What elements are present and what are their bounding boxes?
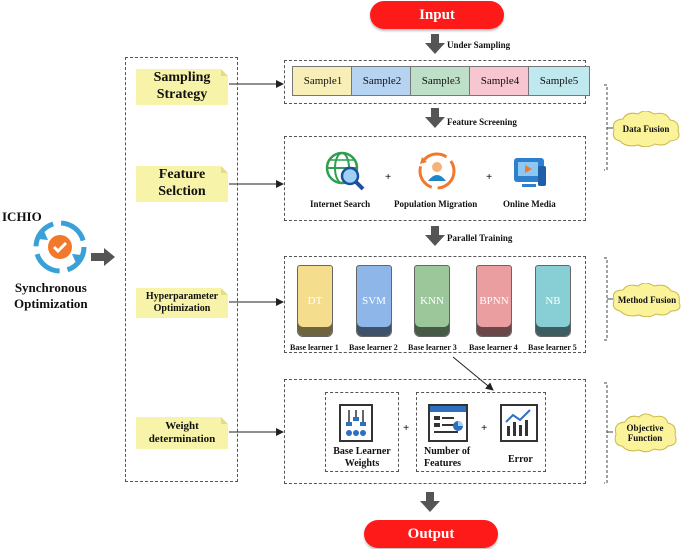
globe-search-icon: [325, 151, 365, 191]
learner-bar-1: DT: [297, 265, 333, 337]
cloud-data-fusion: Data Fusion: [610, 111, 682, 147]
weights-icon: [339, 404, 373, 442]
note-sampling-strategy: Sampling Strategy: [136, 69, 228, 105]
features-error-subbox: [416, 392, 546, 472]
learner-label-1: Base learner 1: [290, 343, 339, 352]
learner-bar-5: NB: [535, 265, 571, 337]
cloud-method-fusion: Method Fusion: [610, 283, 684, 317]
online-media-icon: [514, 158, 546, 187]
sample-4: Sample4: [469, 66, 531, 96]
number-of-features-label: Number of Features: [424, 446, 471, 469]
learner-bar-4: BPNN: [476, 265, 512, 337]
learner-bar-2: SVM: [356, 265, 392, 337]
input-pill: Input: [370, 1, 504, 29]
error-chart-icon: [500, 404, 538, 442]
sample-1: Sample1: [292, 66, 354, 96]
plus-3: +: [403, 422, 410, 434]
weights-label: Base Learner Weights: [333, 446, 391, 469]
sample-3: Sample3: [410, 66, 472, 96]
learner-bar-3: KNN: [414, 265, 450, 337]
learner-label-2: Base learner 2: [349, 343, 398, 352]
objective-box: [284, 379, 586, 484]
error-label: Error: [508, 454, 533, 465]
left-column: [125, 57, 238, 482]
learner-label-4: Base learner 4: [469, 343, 518, 352]
plus-2: +: [486, 171, 493, 183]
cloud-objective-function: Objective Function: [612, 413, 678, 453]
ichio-cycle-icon: [33, 220, 87, 274]
learner-label-5: Base learner 5: [528, 343, 577, 352]
note-feature-selection: Feature Selction: [136, 166, 228, 202]
down-arrow-4: [420, 492, 440, 512]
down-arrow-1: [425, 34, 445, 54]
feature-screening-label: Feature Screening: [447, 117, 517, 127]
weights-subbox: [325, 392, 399, 472]
parallel-training-label: Parallel Training: [447, 233, 513, 243]
population-migration-label: Population Migration: [394, 199, 478, 209]
note-weight: Weight determination: [136, 417, 228, 449]
down-arrow-2: [425, 108, 445, 128]
number-of-features-icon: [428, 404, 468, 442]
online-media-label: Online Media: [503, 199, 556, 209]
population-migration-icon: [418, 152, 456, 190]
sample-2: Sample2: [351, 66, 413, 96]
learner-label-3: Base learner 3: [408, 343, 457, 352]
plus-1: +: [385, 171, 392, 183]
under-sampling-label: Under Sampling: [447, 40, 511, 50]
internet-search-label: Internet Search: [310, 199, 371, 209]
ichio-caption: Synchronous Optimization: [14, 280, 88, 311]
down-arrow-3: [425, 226, 445, 246]
sample-5: Sample5: [528, 66, 590, 96]
ichio-label: ICHIO: [2, 209, 42, 224]
plus-4: +: [481, 422, 488, 434]
features-box: [284, 136, 586, 221]
note-hyperparameter: Hyperparameter Optimization: [136, 288, 228, 318]
learners-box: [284, 256, 586, 353]
right-arrow-ichio: [91, 248, 115, 266]
output-pill: Output: [364, 520, 498, 548]
